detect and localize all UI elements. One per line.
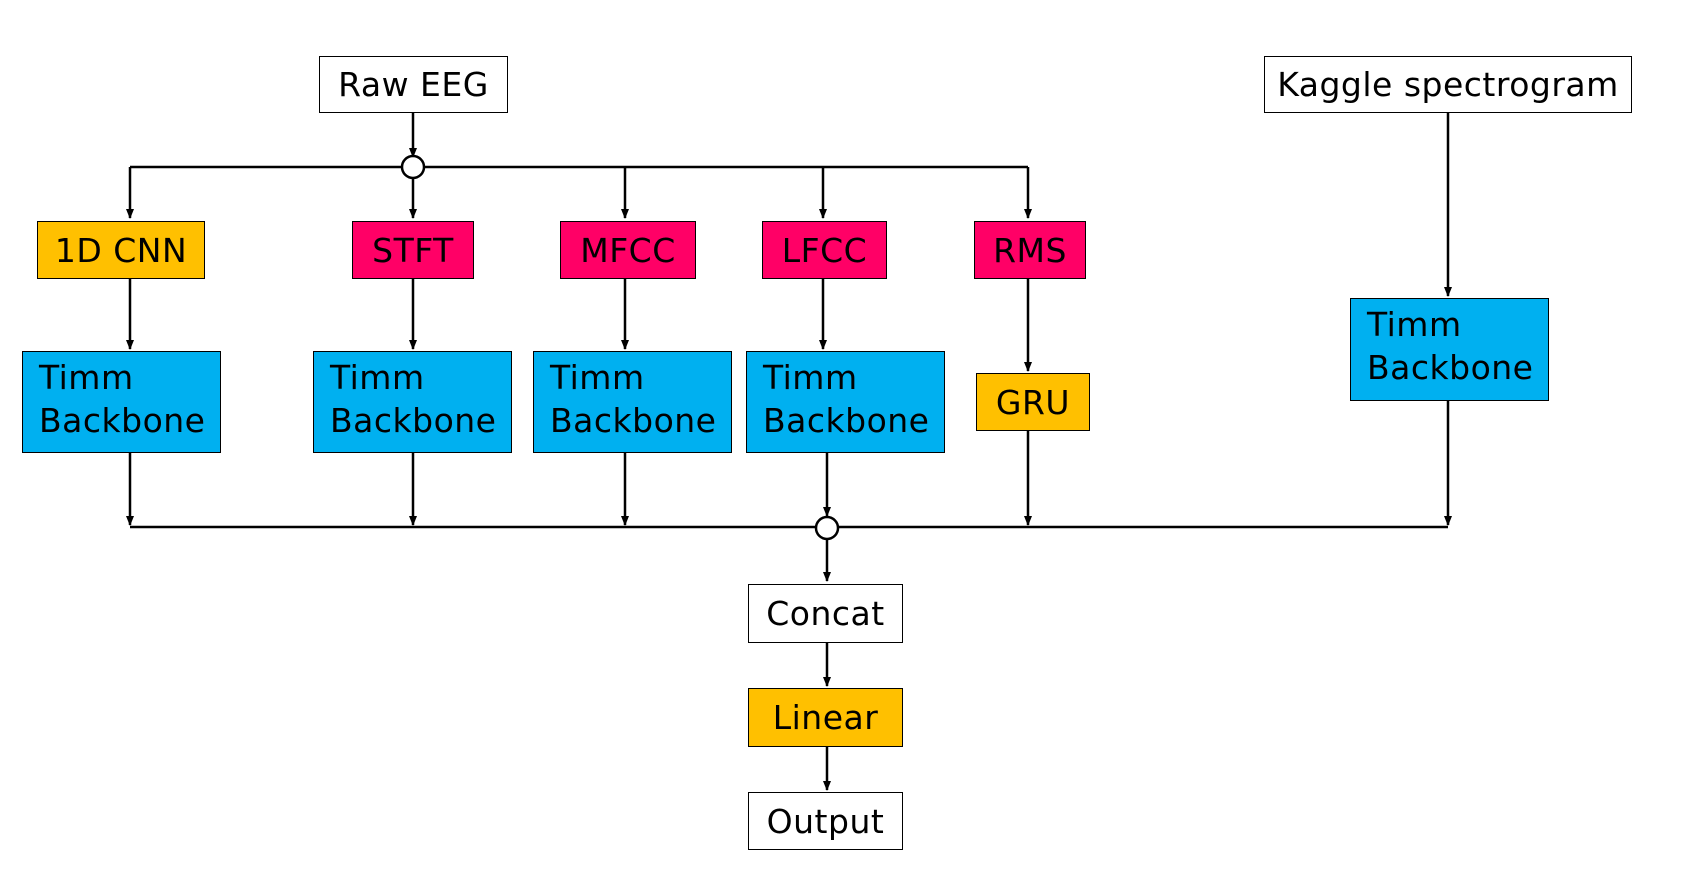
gru-node: GRU	[976, 373, 1090, 431]
linear-label: Linear	[772, 698, 879, 737]
merge-junction	[814, 515, 840, 541]
rms-node: RMS	[974, 221, 1086, 279]
split-junction	[400, 154, 426, 180]
lfcc-label: LFCC	[781, 230, 868, 270]
timm-backbone-spectrogram: Timm Backbone	[1350, 298, 1549, 401]
stft-node: STFT	[352, 221, 474, 279]
linear-node: Linear	[748, 688, 903, 747]
timm-backbone-lfcc: Timm Backbone	[746, 351, 945, 453]
timm-backbone-1d-cnn: Timm Backbone	[22, 351, 221, 453]
timm-backbone-label-line2: Backbone	[1367, 348, 1534, 387]
stft-label: STFT	[372, 230, 454, 270]
timm-backbone-label-line1: Timm	[330, 358, 425, 397]
raw-eeg-label: Raw EEG	[338, 65, 489, 104]
gru-label: GRU	[995, 382, 1071, 422]
mfcc-label: MFCC	[580, 230, 676, 270]
timm-backbone-stft: Timm Backbone	[313, 351, 512, 453]
rms-label: RMS	[993, 230, 1067, 270]
1d-cnn-node: 1D CNN	[37, 221, 205, 279]
timm-backbone-label-line1: Timm	[39, 358, 134, 397]
concat-label: Concat	[766, 594, 885, 633]
timm-backbone-label-line2: Backbone	[550, 401, 717, 440]
kaggle-spectrogram-node: Kaggle spectrogram	[1264, 56, 1632, 113]
timm-backbone-label-line1: Timm	[550, 358, 645, 397]
timm-backbone-mfcc: Timm Backbone	[533, 351, 732, 453]
timm-backbone-label-line1: Timm	[1367, 305, 1462, 344]
timm-backbone-label-line2: Backbone	[39, 401, 206, 440]
timm-backbone-label-line2: Backbone	[763, 401, 930, 440]
concat-node: Concat	[748, 584, 903, 643]
timm-backbone-label-line1: Timm	[763, 358, 858, 397]
1d-cnn-label: 1D CNN	[54, 230, 188, 270]
timm-backbone-label-line2: Backbone	[330, 401, 497, 440]
output-label: Output	[766, 801, 885, 841]
output-node: Output	[748, 792, 903, 850]
lfcc-node: LFCC	[762, 221, 887, 279]
mfcc-node: MFCC	[560, 221, 696, 279]
raw-eeg-node: Raw EEG	[319, 56, 508, 113]
kaggle-spectrogram-label: Kaggle spectrogram	[1277, 65, 1619, 104]
